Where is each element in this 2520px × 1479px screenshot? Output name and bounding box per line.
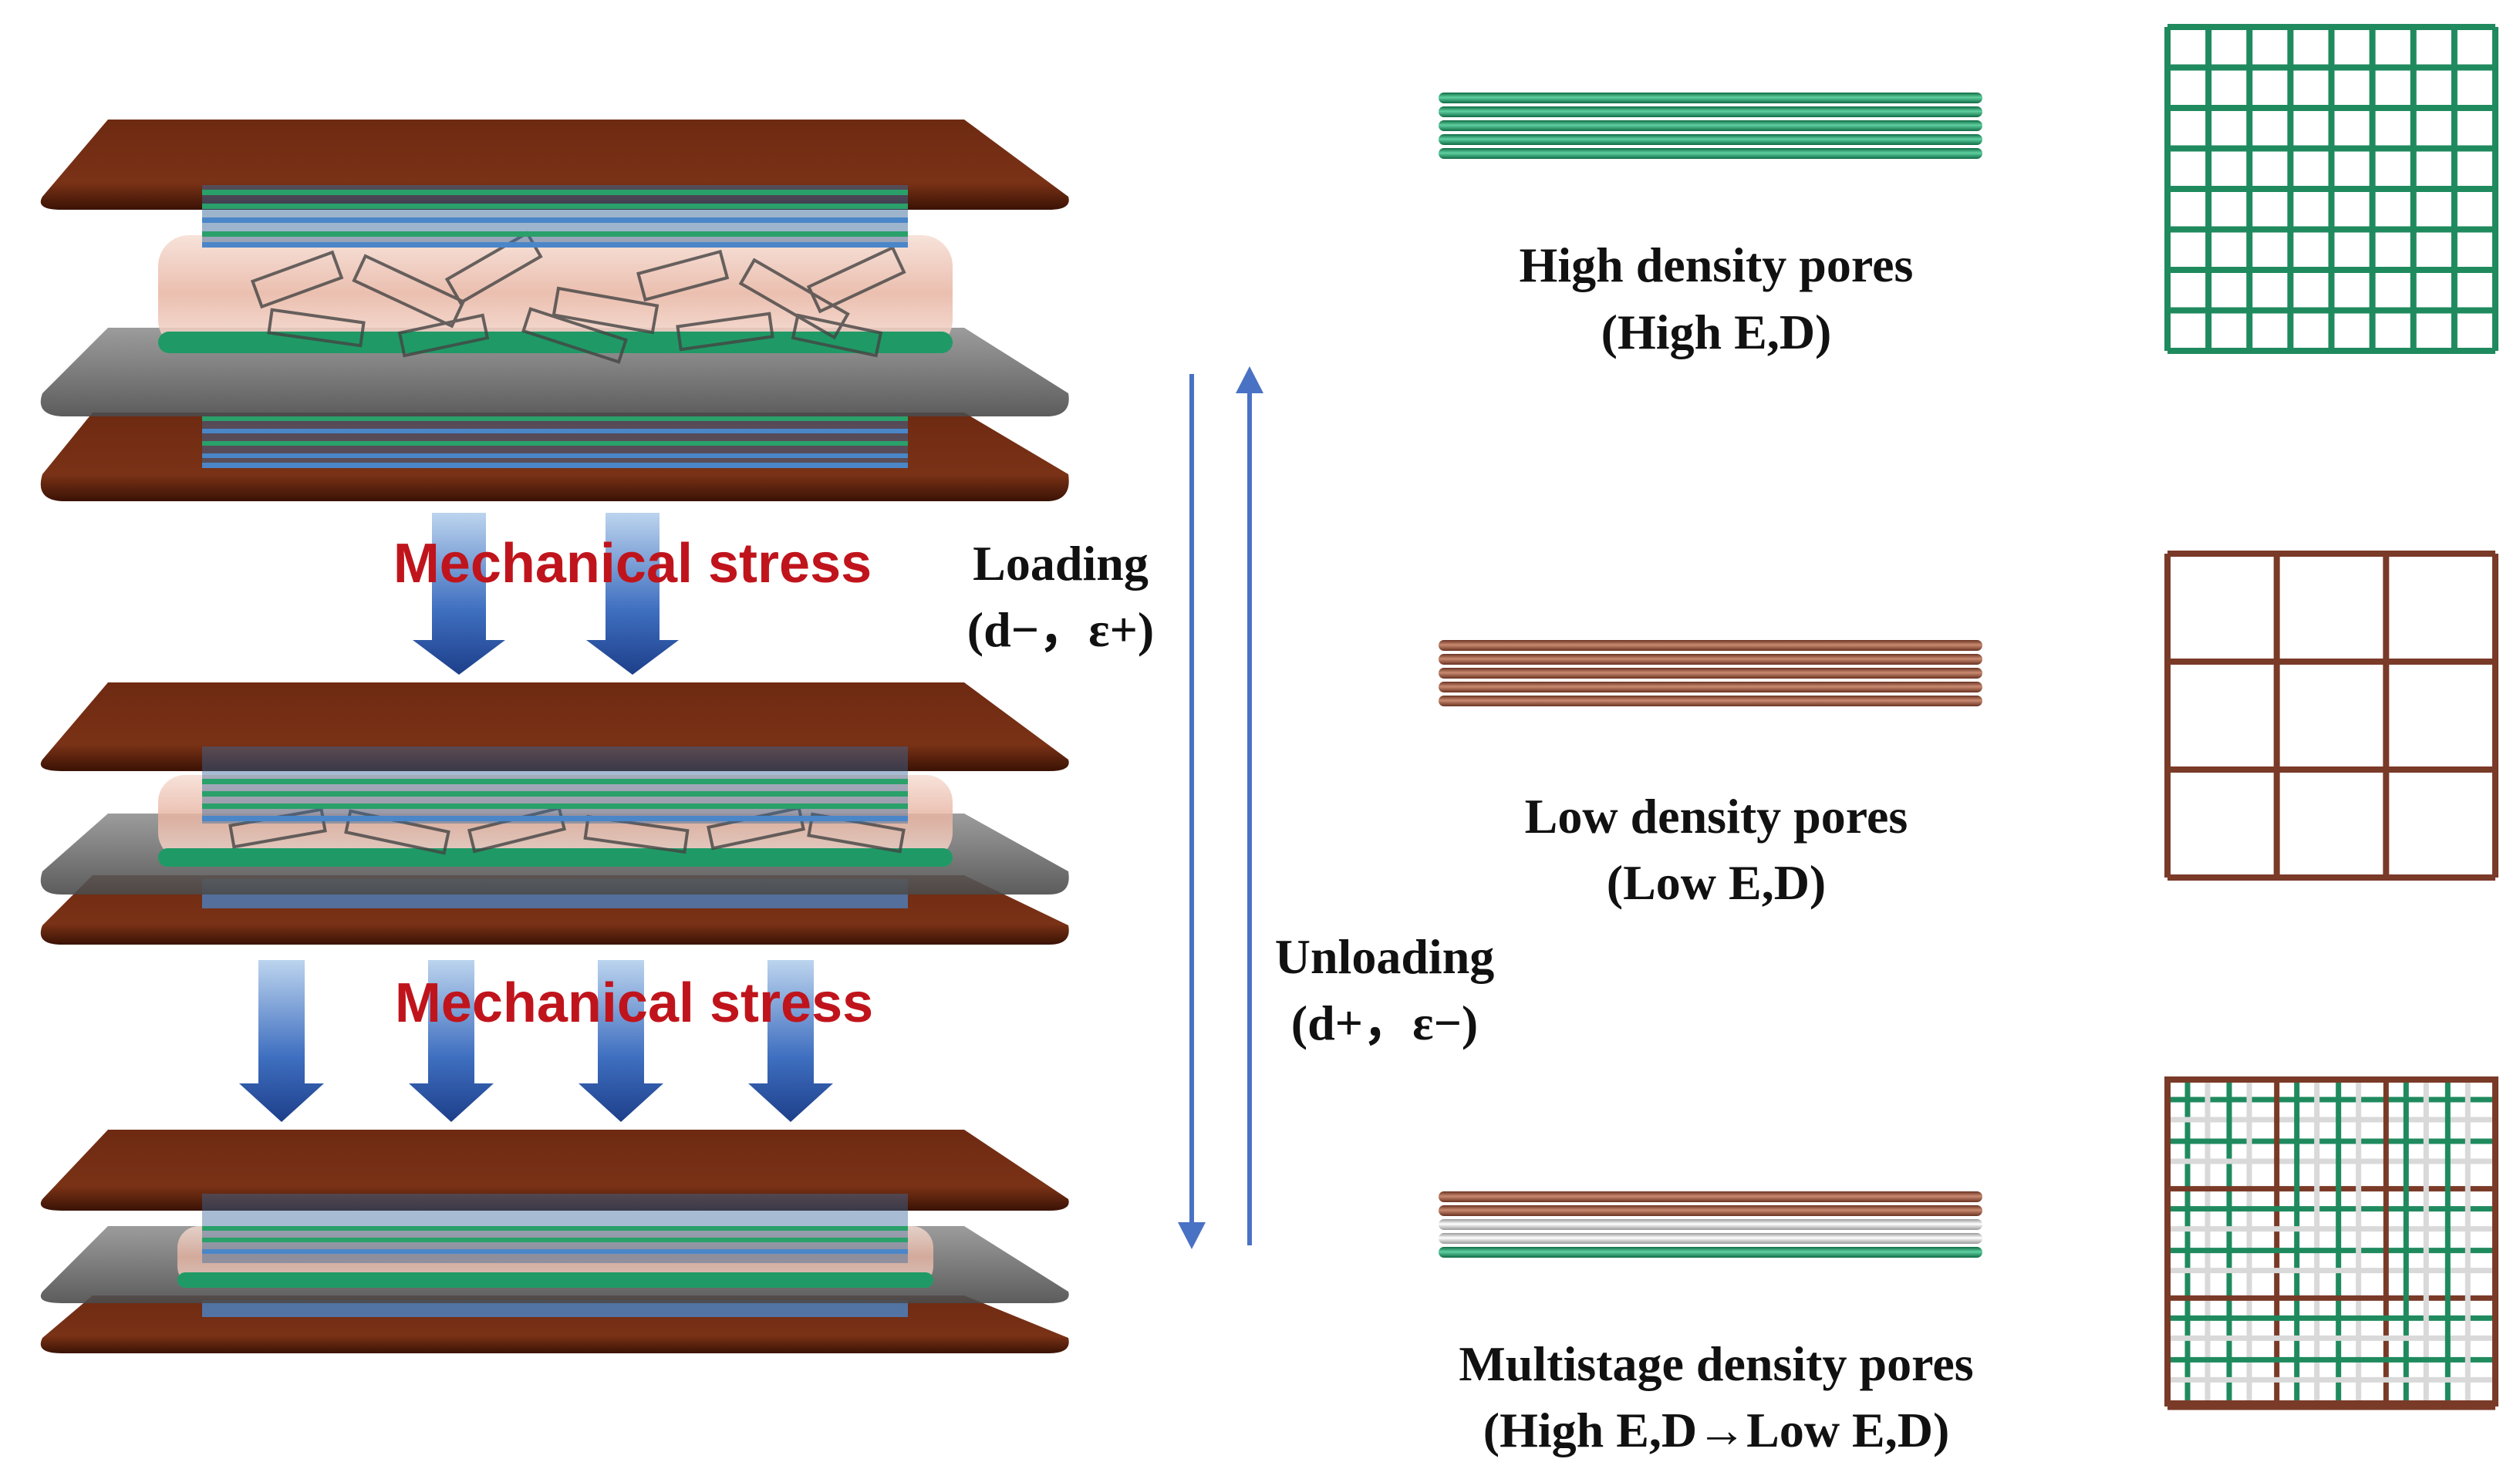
multistage-tubes xyxy=(1439,1191,1982,1258)
loading-params: (d−，ε+) xyxy=(967,602,1155,657)
bottom-film-stripes xyxy=(202,416,908,468)
unloading-label: Unloading xyxy=(1275,929,1495,984)
top-film xyxy=(202,746,908,824)
loading-arrow-head xyxy=(1178,1222,1206,1249)
low-density-subtitle: (Low E,D) xyxy=(1607,855,1826,910)
stress-label-2: Mechanical stress xyxy=(395,972,873,1034)
high-density-subtitle: (High E,D) xyxy=(1601,305,1832,359)
sensor-stack-uncompressed xyxy=(40,120,1069,501)
multistage-title: Multistage density pores xyxy=(1459,1336,1973,1391)
top-film-stripes xyxy=(202,190,908,248)
sensor-stack-partially-compressed xyxy=(40,682,1069,945)
low-density-title: Low density pores xyxy=(1525,789,1908,844)
loading-unloading-arrows xyxy=(1178,366,1263,1249)
top-film-stripes xyxy=(202,779,908,821)
top-film-stripes xyxy=(202,1226,908,1254)
top-electrode xyxy=(40,682,1069,771)
stress-label-1: Mechanical stress xyxy=(393,533,872,595)
sensor-stack-fully-compressed xyxy=(40,1130,1069,1353)
loading-label: Loading xyxy=(973,536,1149,591)
high-density-title: High density pores xyxy=(1520,238,1914,292)
high-density-tubes xyxy=(1439,93,1982,159)
cnt-network xyxy=(250,231,906,364)
multistage-grid xyxy=(2164,1076,2498,1410)
unloading-arrow-head xyxy=(1236,366,1263,393)
bottom-film xyxy=(202,413,908,468)
unloading-params: (d+，ε−) xyxy=(1291,996,1479,1050)
top-electrode xyxy=(40,1130,1069,1211)
stress-arrows-1 xyxy=(413,513,679,675)
low-density-grid xyxy=(2164,551,2498,881)
multistage-subtitle: (High E,D→Low E,D) xyxy=(1483,1403,1950,1457)
low-density-tubes xyxy=(1439,640,1982,706)
grid-border xyxy=(2164,1076,2498,1407)
high-density-grid xyxy=(2164,24,2498,354)
stress-arrows-2 xyxy=(239,960,833,1122)
